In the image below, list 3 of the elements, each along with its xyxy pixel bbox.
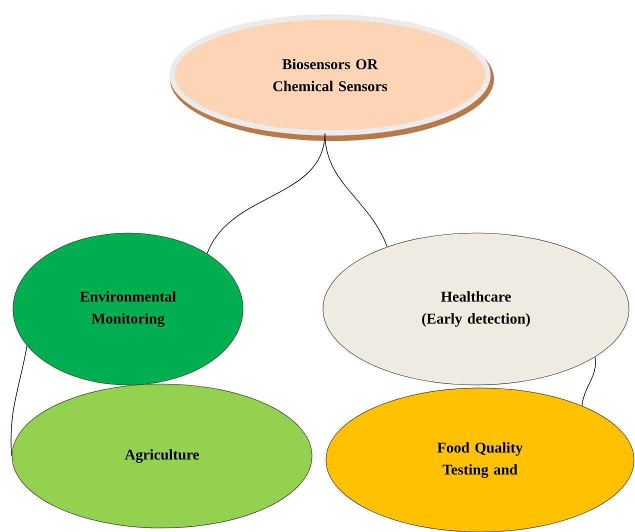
connector-line [582, 356, 596, 406]
connector-line [324, 132, 388, 248]
connector-line [10, 345, 28, 456]
